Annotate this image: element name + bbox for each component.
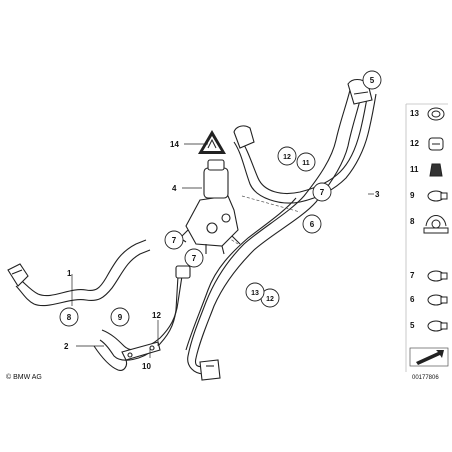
circled-callout-numbers: 5 6 7 7 7 8 9 11 12 12 13 [67,76,375,322]
legend-item-7: 7 [410,270,448,282]
label-14: 14 [170,140,179,149]
legend-item-12: 12 [410,137,444,151]
hose-clamp-icon [427,190,448,202]
legend-item-8: 8 [410,215,449,234]
label-9: 9 [118,313,123,322]
copyright-text: © BMW AG [6,374,42,381]
legend-number: 8 [410,217,415,226]
callout-7a-circle [164,230,184,250]
label-7a: 7 [172,236,177,245]
legend-item-5: 5 [410,320,448,332]
label-12b: 12 [266,296,274,303]
hose-2-bracket [121,341,161,361]
label-10: 10 [142,362,151,371]
callout-13-circle [245,282,265,302]
hose-1-end-fitting [7,263,29,287]
hose-2-connector [175,265,191,279]
label-12a: 12 [283,154,291,161]
label-12-plain: 12 [152,311,161,320]
legend-number: 9 [410,191,415,200]
label-11: 11 [302,160,310,167]
label-3: 3 [375,190,380,199]
label-13: 13 [251,290,259,297]
legend-number: 11 [410,165,419,174]
legend-number: 7 [410,271,415,280]
clamp-ring-icon [427,107,445,121]
label-5: 5 [370,76,375,85]
callout-7b-circle [184,248,204,268]
hose-1 [15,239,151,307]
label-7c: 7 [320,188,325,197]
legend-item-6: 6 [410,294,448,306]
valve-unit [179,159,241,255]
arrow-icon [409,347,449,367]
grommet-icon [429,163,443,177]
legend-item-11: 11 [410,163,443,177]
legend-item-13: 13 [410,107,445,121]
label-8: 8 [67,313,72,322]
legend-rows: 13 12 11 9 8 7 6 5 [410,107,449,332]
hose-3 [187,89,363,375]
circled-callouts [59,70,382,327]
legend-number: 6 [410,295,415,304]
hose-6-top-fitting [233,78,373,149]
callout-12a-circle [277,146,297,166]
callout-lines [71,143,374,358]
legend-item-9: 9 [410,190,448,202]
legend-number: 12 [410,139,419,148]
label-4: 4 [172,184,177,193]
warning-label-icon [198,130,226,154]
clamp-icon [427,320,448,332]
label-1: 1 [67,269,72,278]
legend-number: 13 [410,109,419,118]
label-6: 6 [310,220,315,229]
callout-5-circle [362,70,382,90]
callout-labels: 1 2 3 4 10 12 14 [64,140,380,371]
holder-icon [423,215,449,234]
callout-11-circle [296,152,316,172]
hose-clamp-icon [427,294,448,306]
label-7b: 7 [192,254,197,263]
hose-3-end-fitting [199,359,221,381]
legend-number: 5 [410,321,415,330]
clip-icon [428,137,444,151]
callout-7c-circle [312,182,332,202]
callout-6-circle [302,214,322,234]
callout-9-circle [110,307,130,327]
hose-clamp-icon [427,270,448,282]
legend-panel [405,103,448,372]
diagram-id: 00177806 [412,375,439,381]
label-2: 2 [64,342,69,351]
callout-8-circle [59,307,79,327]
